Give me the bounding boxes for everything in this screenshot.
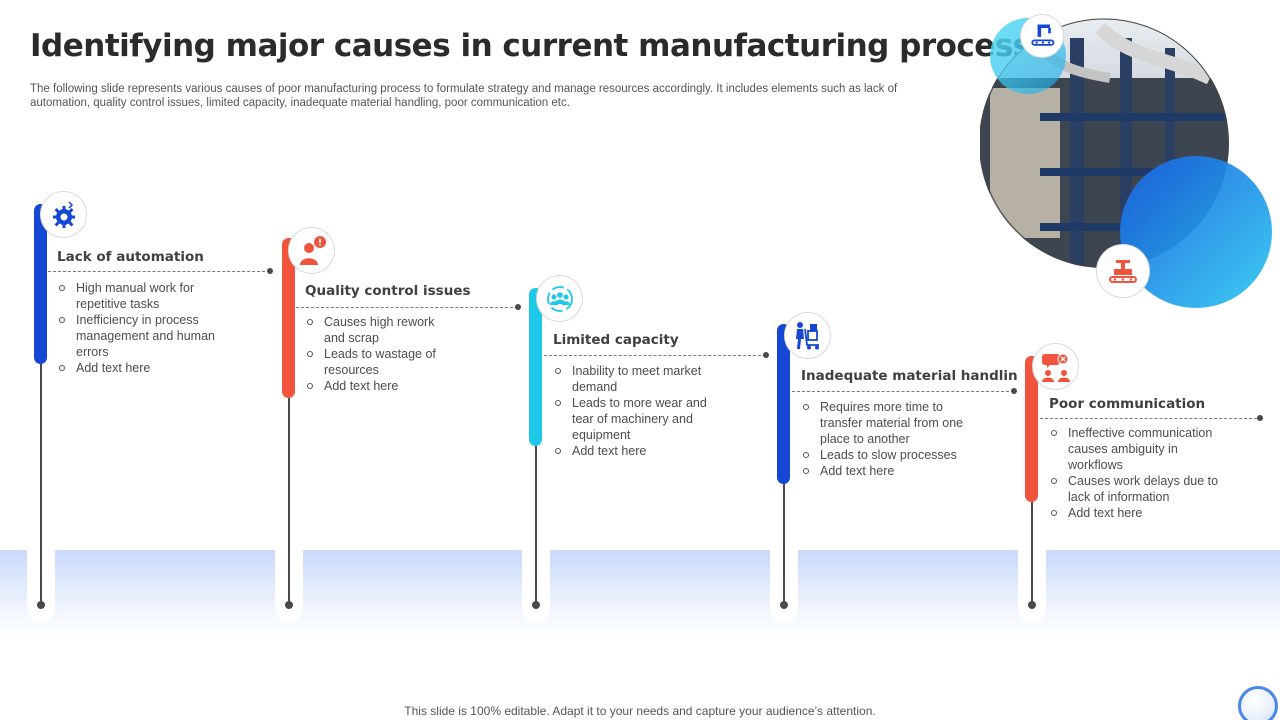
factory-photo	[979, 18, 1272, 308]
connector-dot	[1011, 388, 1017, 394]
bullet-item: Add text here	[1049, 505, 1229, 521]
cause-bullets: Inability to meet market demand Leads to…	[553, 363, 713, 459]
bullet-item: Causes high rework and scrap	[305, 314, 455, 346]
cause-bullets: Causes high rework and scrap Leads to wa…	[305, 314, 455, 394]
connector-dot	[515, 304, 521, 310]
slide-title: Identifying major causes in current manu…	[30, 28, 1031, 64]
bullet-item: Leads to more wear and tear of machinery…	[553, 395, 713, 443]
stem-dot	[780, 601, 788, 609]
gear-automation-icon	[40, 191, 87, 238]
bullet-item: Leads to slow processes	[801, 447, 981, 463]
bullet-item: Add text here	[801, 463, 981, 479]
factory-photo-collage	[979, 14, 1272, 310]
cause-bullets: High manual work for repetitive tasks In…	[57, 280, 217, 376]
accent-bar-red	[1025, 356, 1038, 502]
stem-line	[40, 204, 42, 604]
footer-note: This slide is 100% editable. Adapt it to…	[404, 704, 876, 718]
dashed-connector	[1040, 418, 1262, 419]
bullet-item: High manual work for repetitive tasks	[57, 280, 217, 312]
dashed-connector	[544, 355, 766, 356]
bullet-item: Requires more time to transfer material …	[801, 399, 981, 447]
connector-dot	[1257, 415, 1263, 421]
conveyor-belt-icon	[1096, 244, 1150, 298]
cause-bullets: Ineffective communication causes ambigui…	[1049, 425, 1229, 521]
cause-heading: Lack of automation	[57, 249, 204, 265]
team-cycle-icon	[536, 275, 583, 322]
cause-heading: Inadequate material handling	[801, 368, 1028, 384]
bullet-item: Leads to wastage of resources	[305, 346, 455, 378]
bullet-item: Ineffective communication causes ambigui…	[1049, 425, 1229, 473]
cause-heading: Limited capacity	[553, 332, 679, 348]
hand-truck-icon	[784, 312, 831, 359]
corner-circle-button[interactable]	[1238, 686, 1278, 720]
robotic-arm-conveyor-icon	[1020, 14, 1064, 58]
bullet-item: Inability to meet market demand	[553, 363, 713, 395]
ground-band	[0, 550, 1280, 635]
connector-dot	[763, 352, 769, 358]
stem-dot	[285, 601, 293, 609]
accent-bar-cyan	[529, 288, 542, 446]
cause-heading: Poor communication	[1049, 396, 1206, 412]
accent-bar-red	[282, 238, 295, 398]
bullet-item: Causes work delays due to lack of inform…	[1049, 473, 1229, 505]
cause-heading: Quality control issues	[305, 283, 471, 299]
dashed-connector	[48, 271, 270, 272]
bullet-item: Add text here	[553, 443, 713, 459]
dashed-connector	[296, 307, 518, 308]
accent-bar-blue	[34, 204, 47, 364]
connector-dot	[267, 268, 273, 274]
chat-error-icon	[1032, 343, 1079, 390]
cause-bullets: Requires more time to transfer material …	[801, 399, 981, 479]
stem-dot	[532, 601, 540, 609]
bullet-item: Inefficiency in process management and h…	[57, 312, 217, 360]
worker-alert-icon	[288, 227, 335, 274]
accent-bar-blue	[777, 324, 790, 484]
slide-subtitle: The following slide represents various c…	[30, 83, 898, 109]
bullet-item: Add text here	[57, 360, 217, 376]
bullet-item: Add text here	[305, 378, 455, 394]
stem-line	[535, 288, 537, 604]
dashed-connector	[792, 391, 1014, 392]
stem-line	[288, 238, 290, 604]
stem-dot	[1028, 601, 1036, 609]
stem-dot	[37, 601, 45, 609]
